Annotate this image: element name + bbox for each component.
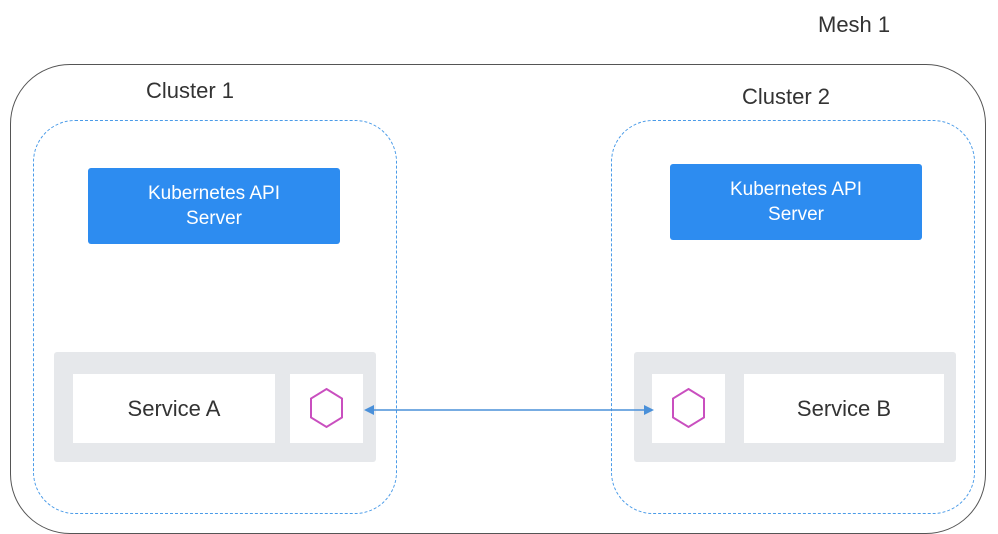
cluster-1-api-server: Kubernetes API Server bbox=[88, 168, 340, 244]
cluster-1-sidecar bbox=[290, 374, 363, 443]
api-server-label: Kubernetes API Server bbox=[729, 179, 863, 225]
cluster-1-boundary bbox=[33, 120, 397, 514]
api-server-label: Kubernetes API Server bbox=[147, 183, 281, 229]
service-a: Service A bbox=[73, 374, 275, 443]
cluster-2-sidecar bbox=[652, 374, 725, 443]
cluster-2-boundary bbox=[611, 120, 975, 514]
cluster-2-label: Cluster 2 bbox=[742, 84, 831, 109]
cluster-1-label: Cluster 1 bbox=[146, 78, 235, 103]
cluster-2-api-server: Kubernetes API Server bbox=[670, 164, 922, 240]
mesh-label: Mesh 1 bbox=[818, 12, 891, 37]
service-b: Service B bbox=[744, 374, 944, 443]
hexagon-icon bbox=[310, 387, 343, 429]
hexagon-icon bbox=[672, 387, 705, 429]
